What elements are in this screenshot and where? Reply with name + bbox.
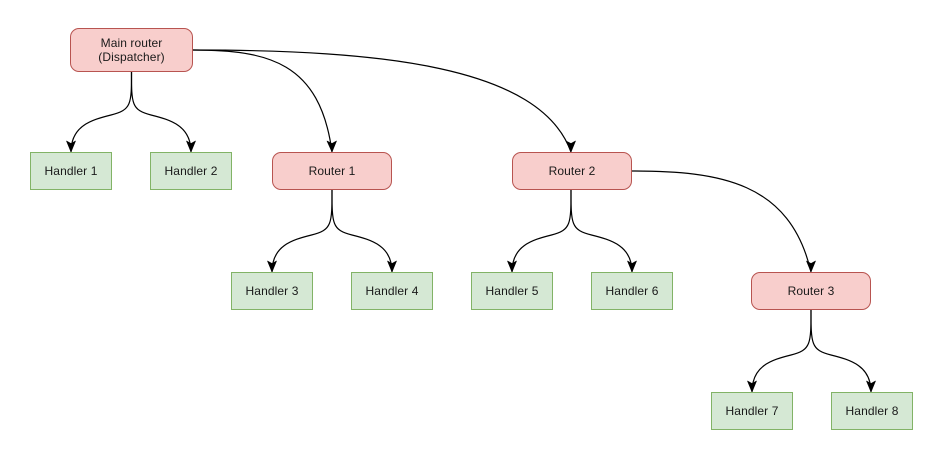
- node-router-2[interactable]: Router 2: [512, 152, 632, 190]
- node-handler-3[interactable]: Handler 3: [231, 272, 313, 310]
- node-handler-6-label: Handler 6: [605, 284, 659, 298]
- node-handler-4[interactable]: Handler 4: [351, 272, 433, 310]
- edge-main-to-handler-2: [130, 71, 196, 153]
- node-router-3[interactable]: Router 3: [751, 272, 871, 310]
- edge-main-to-router-2: [192, 49, 576, 153]
- node-handler-8-label: Handler 8: [845, 404, 899, 418]
- node-handler-3-label: Handler 3: [245, 284, 299, 298]
- node-handler-5[interactable]: Handler 5: [471, 272, 553, 310]
- node-router-1[interactable]: Router 1: [272, 152, 392, 190]
- edge-router3-to-handler-7: [747, 309, 812, 393]
- node-handler-4-label: Handler 4: [365, 284, 419, 298]
- node-handler-2-label: Handler 2: [164, 164, 218, 178]
- node-handler-6[interactable]: Handler 6: [591, 272, 673, 310]
- edge-router1-to-handler-4: [331, 189, 397, 273]
- node-handler-7[interactable]: Handler 7: [711, 392, 793, 430]
- node-handler-8[interactable]: Handler 8: [831, 392, 913, 430]
- node-router-3-label: Router 3: [787, 284, 835, 298]
- node-router-1-label: Router 1: [308, 164, 356, 178]
- edge-router3-to-handler-8: [810, 309, 876, 393]
- edge-router2-to-handler-5: [507, 189, 572, 273]
- node-handler-1[interactable]: Handler 1: [30, 152, 112, 190]
- node-main-router-label: Main router (Dispatcher): [98, 36, 165, 64]
- edge-router2-to-handler-6: [570, 189, 637, 273]
- node-handler-1-label: Handler 1: [44, 164, 98, 178]
- node-handler-2[interactable]: Handler 2: [150, 152, 232, 190]
- node-handler-5-label: Handler 5: [485, 284, 539, 298]
- edge-main-to-router-1: [192, 49, 337, 153]
- edge-router2-to-router-3: [631, 170, 816, 273]
- edge-router1-to-handler-3: [267, 189, 333, 273]
- node-main-router[interactable]: Main router (Dispatcher): [70, 28, 193, 72]
- edge-main-to-handler-1: [66, 71, 133, 153]
- node-router-2-label: Router 2: [548, 164, 596, 178]
- node-handler-7-label: Handler 7: [725, 404, 779, 418]
